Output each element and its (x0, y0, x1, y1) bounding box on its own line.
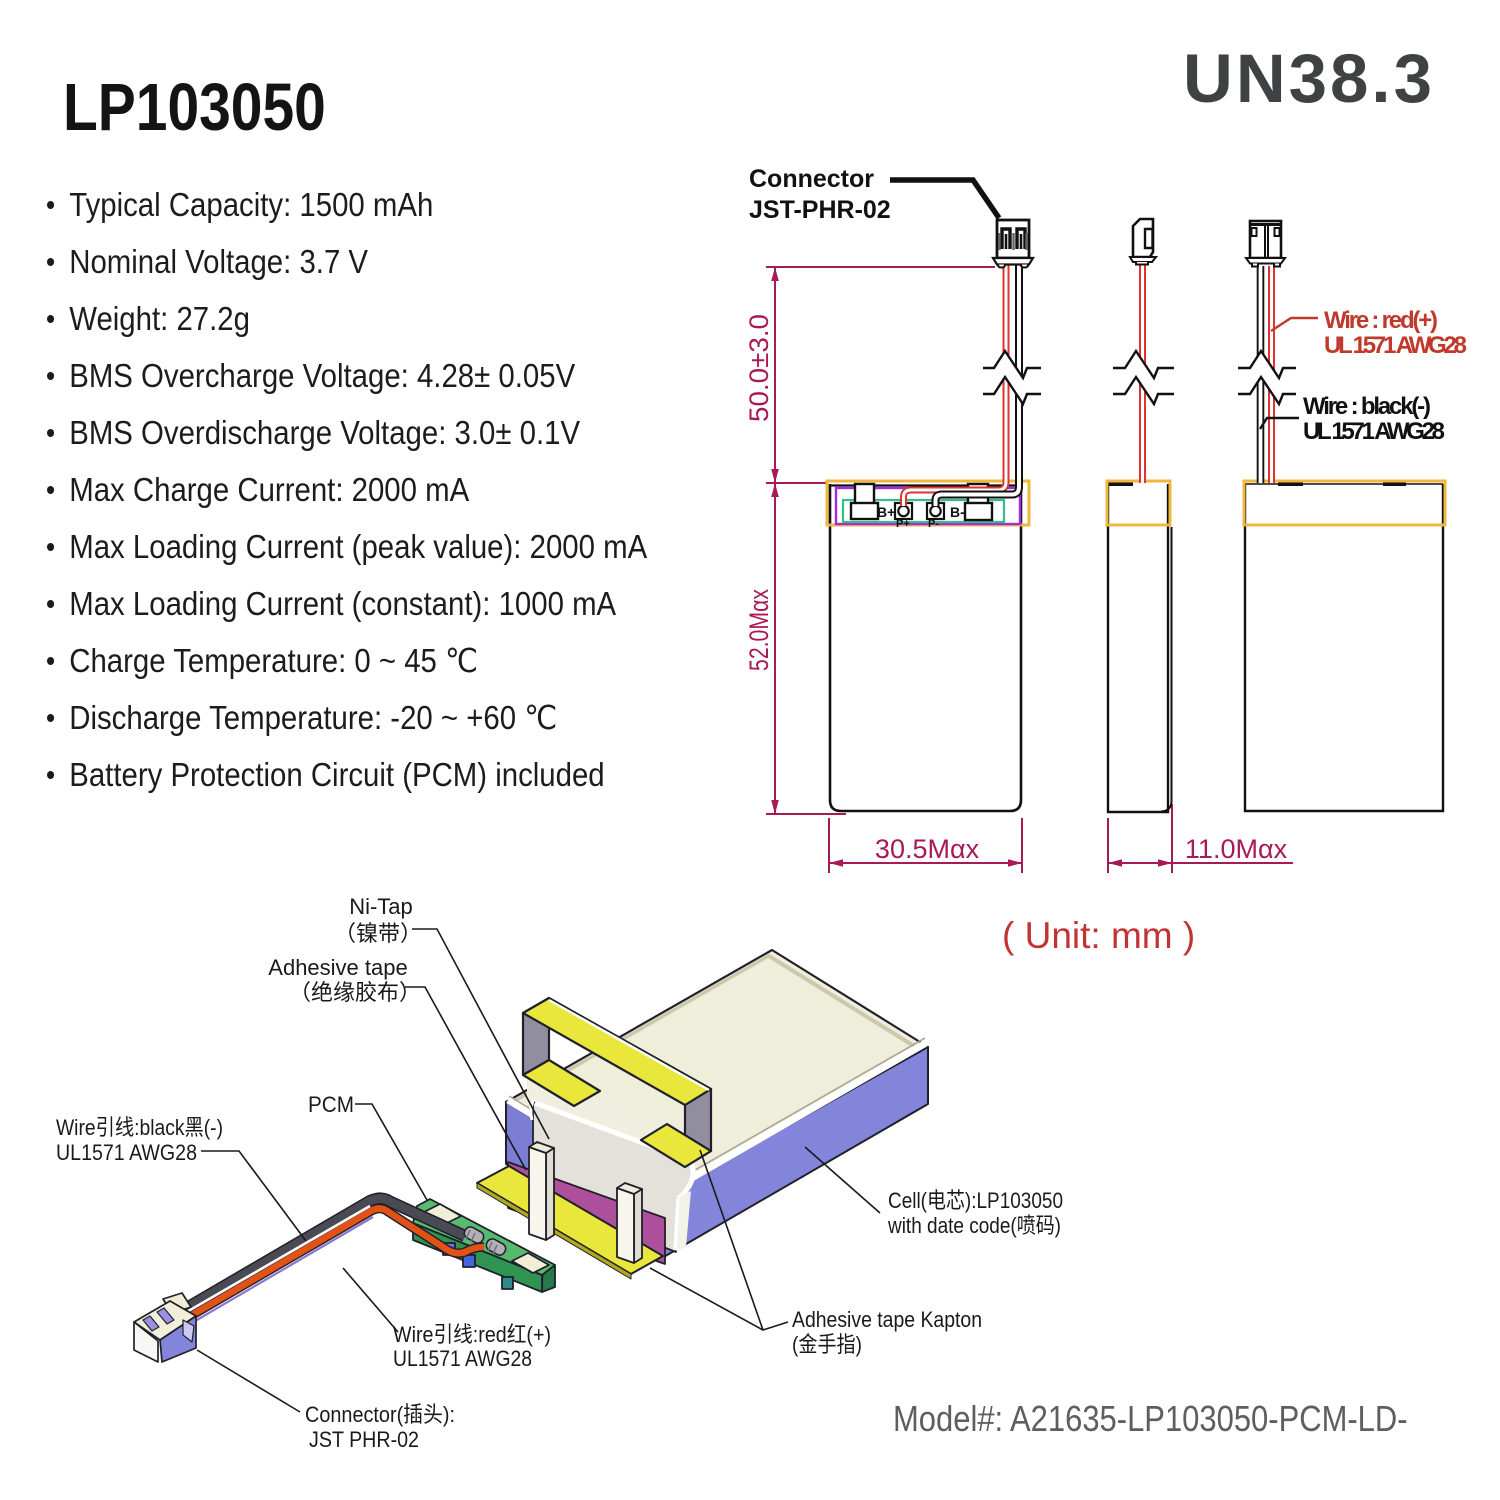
svg-text:（镍带）: （镍带） (334, 921, 422, 946)
svg-text:30.5Mαx: 30.5Mαx (875, 834, 980, 864)
svg-text:Adhesive tape: Adhesive tape (268, 955, 407, 980)
svg-text:(金手指): (金手指) (792, 1332, 862, 1357)
svg-text:JST-PHR-02: JST-PHR-02 (749, 196, 891, 224)
svg-text:P+: P+ (896, 518, 910, 530)
svg-text:Adhesive tape Kapton: Adhesive tape Kapton (792, 1307, 982, 1332)
svg-text:B-: B- (950, 504, 965, 520)
svg-text:Wire引线:red红(+): Wire引线:red红(+) (393, 1322, 551, 1347)
svg-text:50.0±3.0: 50.0±3.0 (744, 314, 774, 422)
svg-text:Wire引线:black黑(-): Wire引线:black黑(-) (56, 1115, 223, 1140)
svg-text:（绝缘胶布）: （绝缘胶布） (289, 980, 421, 1005)
svg-text:Ni-Tap: Ni-Tap (349, 894, 413, 919)
svg-text:11.0Mαx: 11.0Mαx (1185, 834, 1288, 864)
svg-text:52.0Mαx: 52.0Mαx (744, 589, 774, 671)
svg-text:UL 1571 AWG28: UL 1571 AWG28 (1303, 418, 1445, 445)
svg-text:Cell(电芯):LP103050: Cell(电芯):LP103050 (888, 1188, 1063, 1213)
svg-text:UL1571 AWG28: UL1571 AWG28 (56, 1140, 197, 1165)
svg-text:Connector(插头):: Connector(插头): (305, 1402, 455, 1427)
svg-text:with date code(喷码): with date code(喷码) (887, 1213, 1061, 1238)
svg-text:UL1571 AWG28: UL1571 AWG28 (393, 1346, 532, 1371)
svg-text:P-: P- (928, 518, 939, 530)
svg-text:B+: B+ (877, 504, 895, 520)
svg-text:JST PHR-02: JST PHR-02 (309, 1427, 419, 1452)
svg-text:UL 1571 AWG28: UL 1571 AWG28 (1324, 332, 1467, 359)
svg-text:Wire : black(-): Wire : black(-) (1303, 393, 1431, 420)
svg-text:PCM: PCM (308, 1092, 354, 1117)
svg-text:Wire : red(+): Wire : red(+) (1324, 307, 1438, 334)
svg-text:Connector: Connector (749, 165, 874, 193)
